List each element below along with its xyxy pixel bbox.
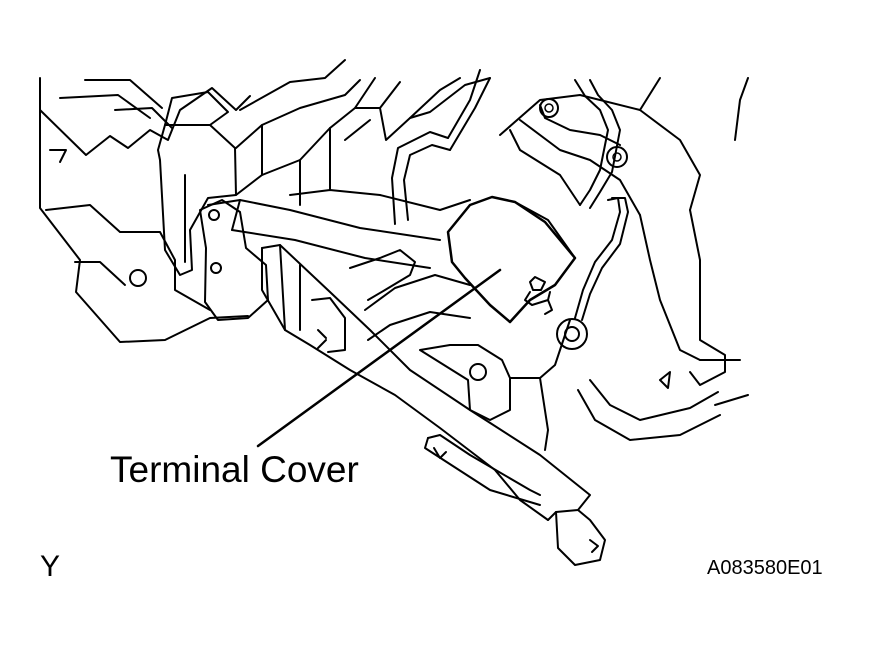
harness-tube-icon <box>391 69 491 225</box>
frame-bracket-icon <box>39 77 251 343</box>
terminal-cover-label: Terminal Cover <box>110 449 359 490</box>
actuator-motor-icon <box>349 249 571 451</box>
mounting-plate-icon <box>199 199 269 321</box>
upper-frame-icon <box>239 59 491 206</box>
figure-code: A083580E01 <box>707 557 823 579</box>
right-housing-icon <box>499 77 749 441</box>
callout-leader-line <box>256 268 502 448</box>
connector-block-icon <box>157 91 263 276</box>
terminal-cover-icon <box>446 195 577 324</box>
view-letter: Y <box>40 550 61 583</box>
ground-wire-icon <box>556 79 629 350</box>
strut-icon <box>207 189 471 269</box>
bottom-tab-icon <box>555 509 606 566</box>
